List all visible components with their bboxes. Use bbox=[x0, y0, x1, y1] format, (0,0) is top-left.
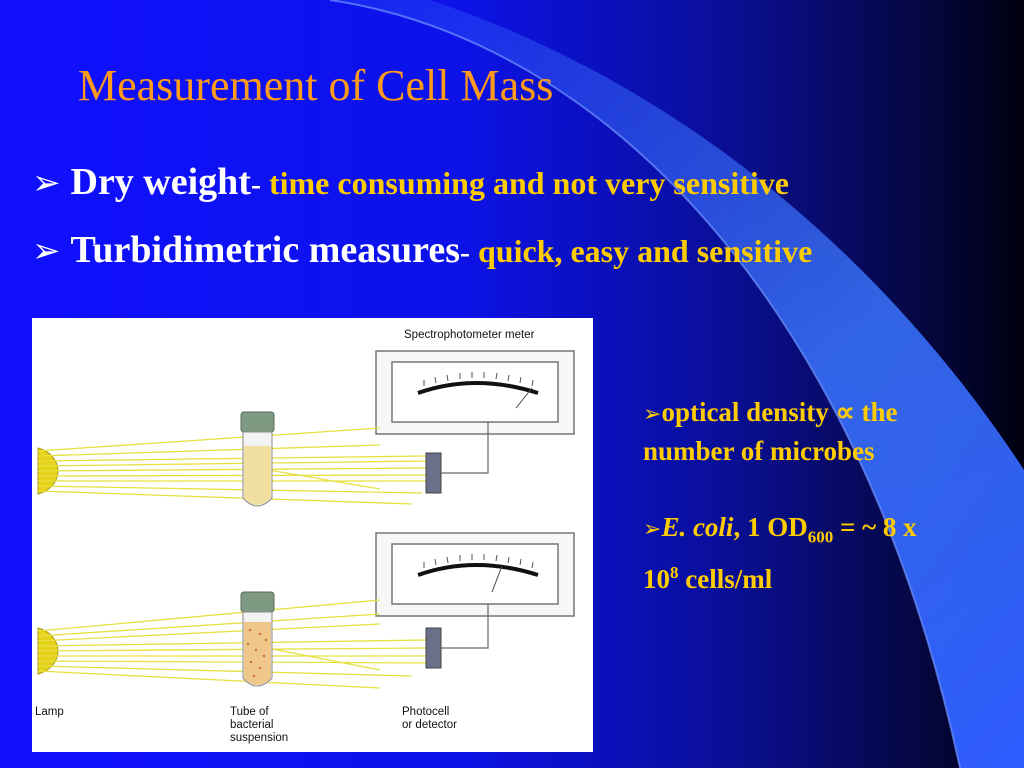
tube-label: Tube of bacterial suspension bbox=[230, 706, 289, 744]
photocell-detector bbox=[425, 627, 442, 669]
tube-cells bbox=[246, 628, 268, 678]
tube-suspension bbox=[244, 446, 271, 505]
od-text: , 1 OD bbox=[733, 512, 808, 542]
lower-setup bbox=[37, 532, 575, 689]
meter-needle bbox=[515, 387, 533, 409]
bullet-separator: - bbox=[459, 236, 470, 269]
spectrophotometer-diagram: Spectrophotometer meter Lamp Tube of bac… bbox=[32, 318, 593, 752]
detector-wire bbox=[441, 604, 489, 649]
photocell-detector bbox=[425, 452, 442, 494]
meter-scale-arc bbox=[417, 381, 539, 395]
light-rays bbox=[37, 599, 427, 689]
meter-label: Spectrophotometer meter bbox=[404, 329, 535, 341]
tube-cap bbox=[240, 411, 275, 433]
arrow-bullet-icon: ➢ bbox=[643, 517, 662, 542]
detector-label: Photocell or detector bbox=[402, 706, 457, 731]
bullet-turbidimetric: ➢Turbidimetric measures- quick, easy and… bbox=[32, 228, 812, 272]
unit-text: cells/ml bbox=[678, 564, 773, 595]
od-wavelength: 600 bbox=[807, 527, 834, 547]
tube-cap bbox=[240, 591, 275, 613]
bullet-dry-weight: ➢Dry weight- time consuming and not very… bbox=[32, 160, 789, 204]
note-optical-density: ➢optical density ∝ the number of microbe… bbox=[643, 394, 1003, 469]
note-ecoli: ➢E. coli, 1 OD600 = ~ 8 x 108 cells/ml bbox=[643, 509, 1003, 597]
meter-scale-arc bbox=[417, 563, 539, 577]
bullet-heading: Turbidimetric measures bbox=[70, 229, 460, 271]
light-rays bbox=[37, 427, 427, 505]
note-line-2: number of microbes bbox=[643, 436, 875, 466]
tube-suspension-dense bbox=[244, 622, 271, 685]
bullet-description: quick, easy and sensitive bbox=[469, 233, 813, 269]
lamp-label: Lamp bbox=[35, 706, 64, 718]
bullet-description: time consuming and not very sensitive bbox=[260, 165, 789, 201]
arrow-bullet-icon: ➢ bbox=[32, 231, 61, 271]
species-name: E. coli bbox=[661, 512, 734, 542]
detector-wire bbox=[441, 422, 489, 474]
arrow-bullet-icon: ➢ bbox=[643, 402, 662, 427]
bullet-separator: - bbox=[250, 168, 261, 201]
meter-needle bbox=[491, 565, 503, 593]
note-line-1: optical density ∝ the bbox=[661, 397, 898, 427]
diagram-graphics bbox=[37, 350, 575, 689]
slide-title: Measurement of Cell Mass bbox=[78, 61, 554, 110]
power-base: 10 bbox=[643, 564, 670, 595]
upper-setup bbox=[37, 350, 575, 507]
arrow-bullet-icon: ➢ bbox=[32, 163, 61, 203]
equals-text: = ~ 8 x bbox=[833, 512, 917, 542]
power-exponent: 8 bbox=[670, 563, 679, 583]
bullet-heading: Dry weight bbox=[70, 161, 251, 203]
